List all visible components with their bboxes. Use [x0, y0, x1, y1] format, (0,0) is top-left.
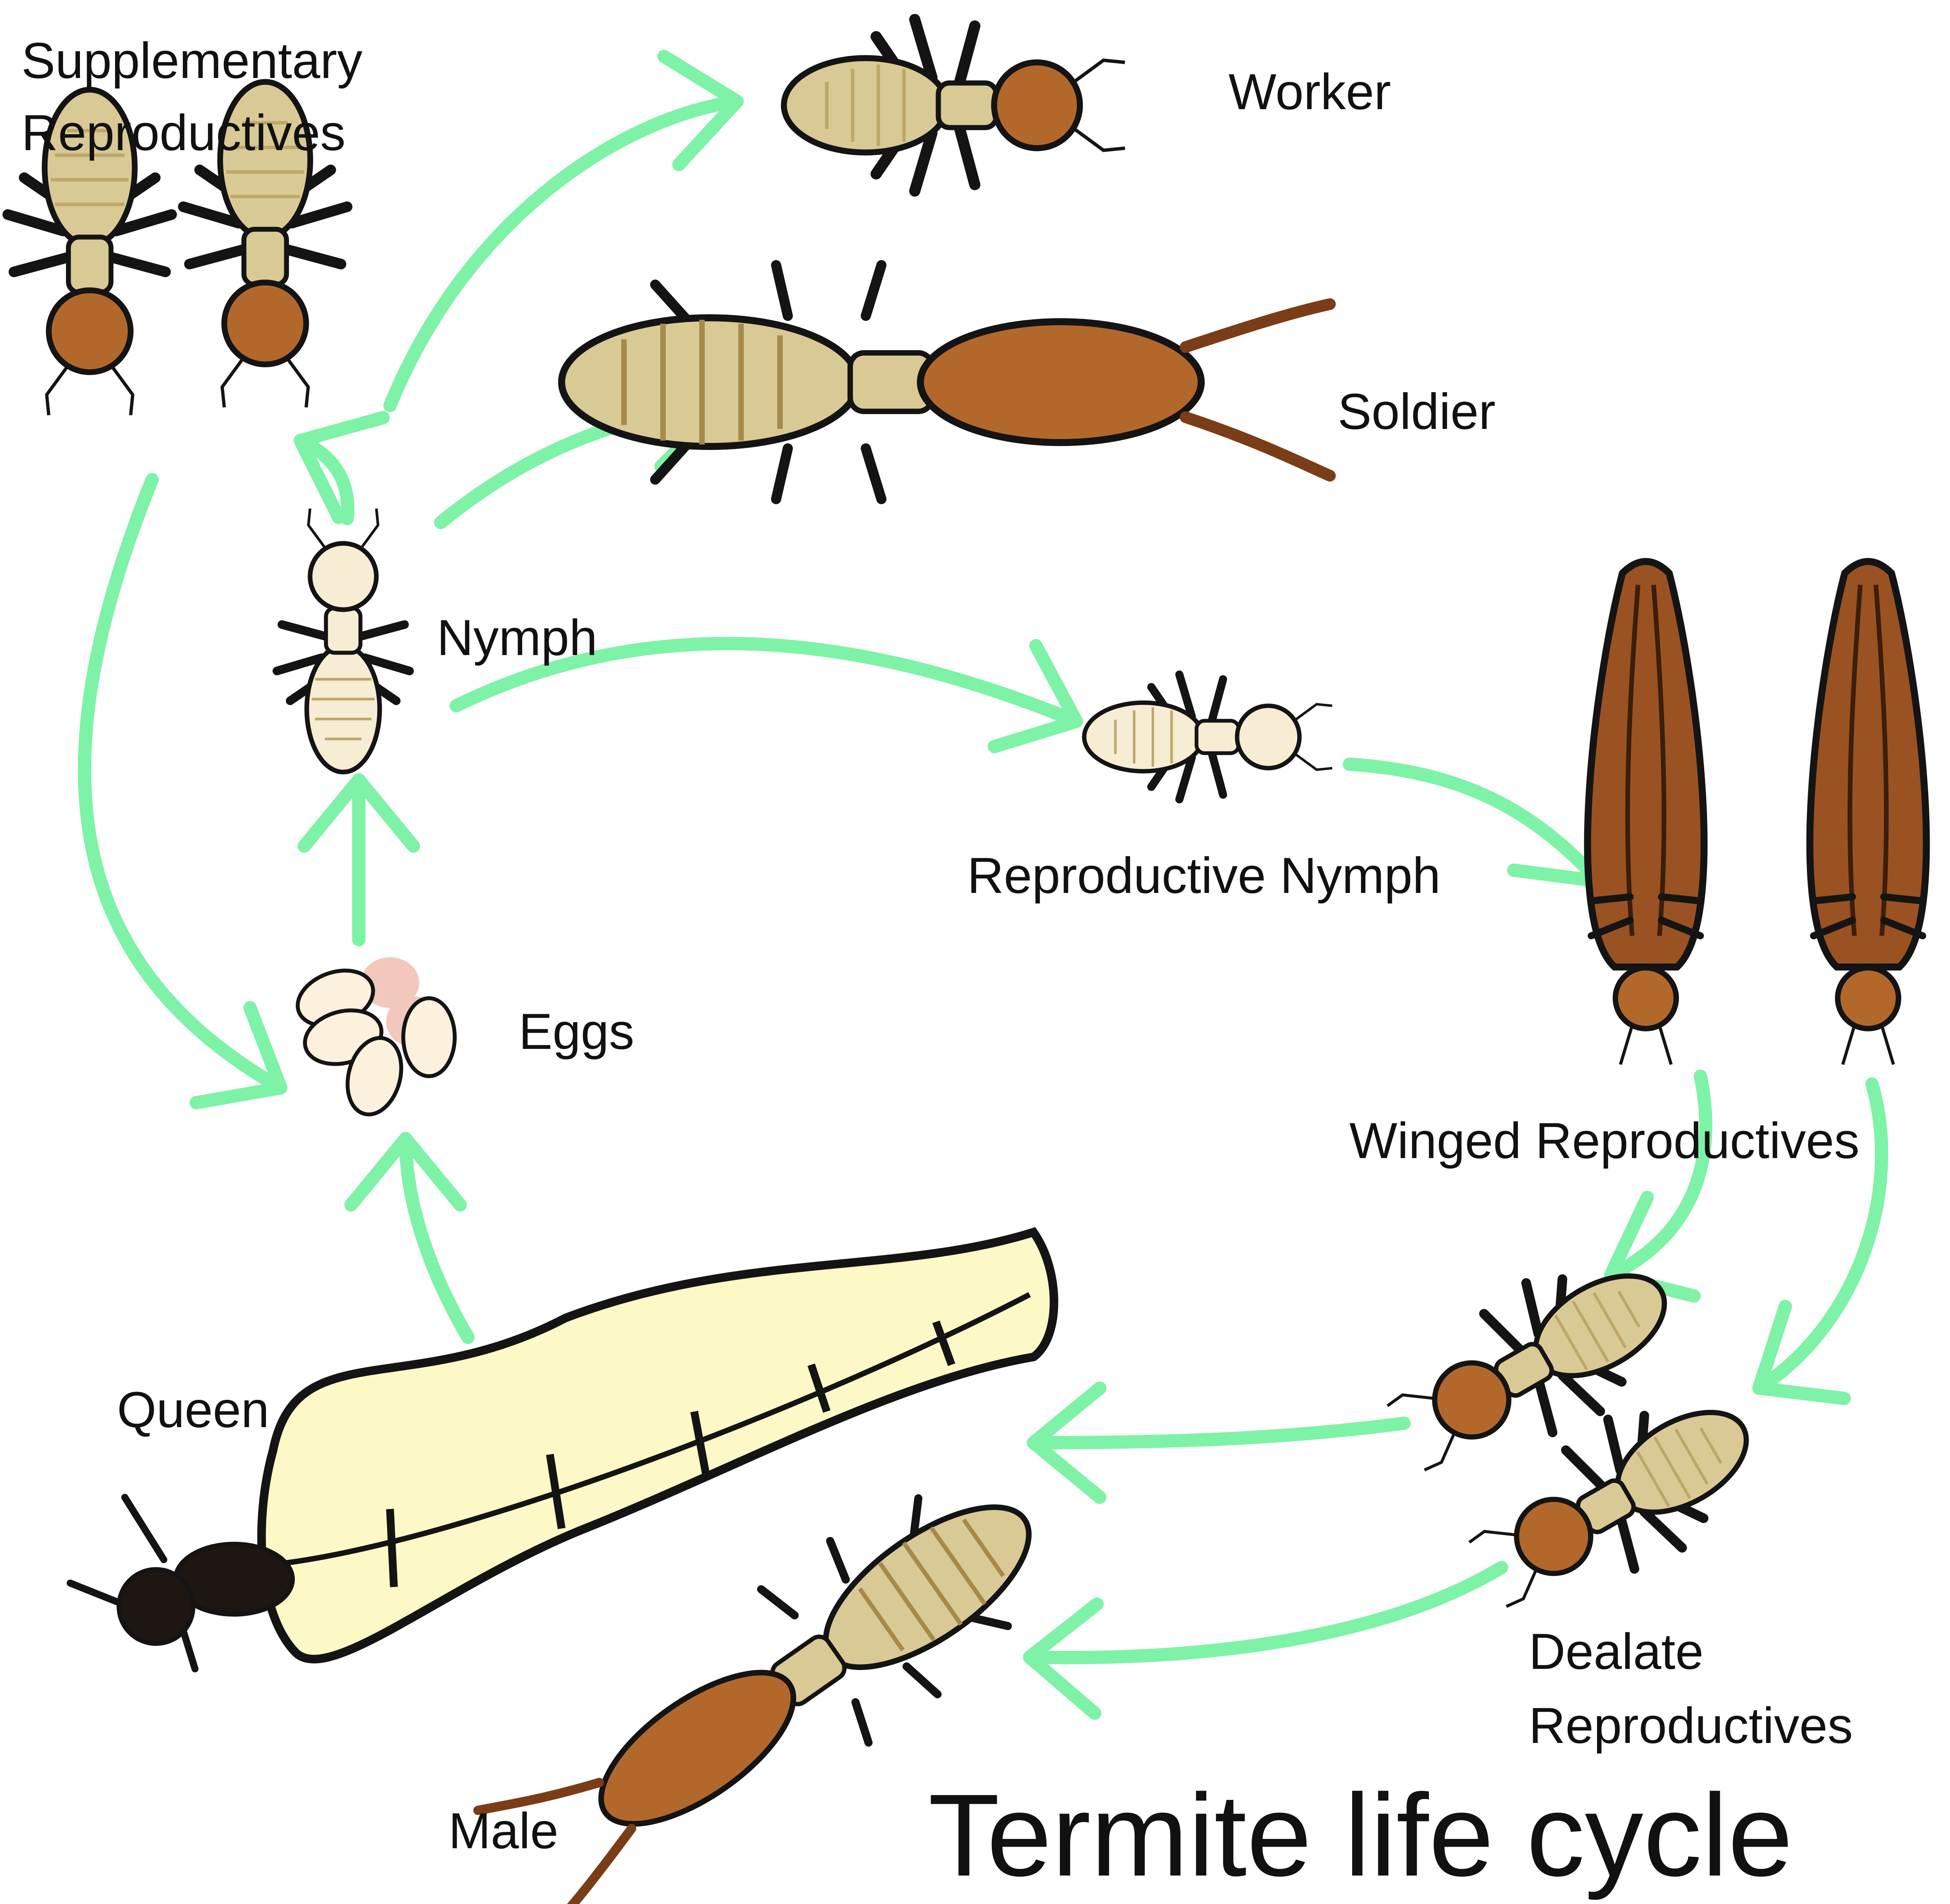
label-winged-reproductives: Winged Reproductives — [1349, 1112, 1860, 1169]
arrow-supplementary-to-eggs — [78, 473, 287, 1095]
soldier-figure — [558, 260, 1336, 504]
diagram-title: Termite life cycle — [928, 1769, 1793, 1901]
arrow-winged-right-to-dealate-head — [1752, 1300, 1851, 1405]
male-figure — [473, 1494, 1032, 1904]
arrow-nymph-to-supplementary — [294, 434, 355, 525]
arrow-queen-to-eggs-head — [344, 1132, 467, 1211]
label-nymph: Nymph — [437, 609, 597, 666]
arrow-nymph-to-reproductive-nymph-head — [987, 639, 1083, 753]
cycle-arrows — [78, 50, 1888, 1720]
arrow-eggs-to-nymph-head — [298, 773, 420, 853]
label-reproductive-nymph: Reproductive Nymph — [967, 847, 1441, 904]
arrow-winged-right-to-dealate — [1752, 1077, 1888, 1395]
label-queen: Queen — [117, 1381, 269, 1438]
arrow-reproductive-nymph-to-winged — [1343, 758, 1606, 888]
arrow-queen-to-eggs — [399, 1132, 475, 1344]
eggs-cluster — [290, 957, 455, 1121]
label-supplementary-line1: Supplementary — [21, 32, 362, 89]
arrow-supplementary-to-eggs-head — [190, 1001, 287, 1109]
arrow-nymph-to-supplementary-head — [294, 411, 390, 524]
label-eggs: Eggs — [519, 1003, 634, 1060]
winged-reproductive-left-figure — [1588, 561, 1704, 1064]
arrow-dealate-to-queen-head — [1027, 1382, 1106, 1504]
arrow-dealate-to-male-head — [1023, 1597, 1104, 1720]
label-male: Male — [448, 1802, 558, 1859]
label-dealate-line1: Dealate — [1529, 1623, 1704, 1680]
arrow-nymph-to-worker-head — [657, 50, 744, 171]
reproductive-nymph-figure — [1084, 675, 1332, 799]
arrow-dealate-to-male — [1023, 1561, 1508, 1665]
arrow-dealate-to-queen — [1027, 1417, 1411, 1449]
winged-reproductive-right-figure — [1810, 561, 1927, 1064]
nymph-figure — [277, 508, 410, 772]
arrow-nymph-to-worker — [383, 95, 744, 412]
label-soldier: Soldier — [1338, 383, 1496, 440]
label-worker: Worker — [1228, 63, 1391, 120]
arrow-winged-left-to-dealate-head — [1604, 1190, 1701, 1303]
queen-figure — [67, 1227, 1058, 1672]
arrow-nymph-to-reproductive-nymph — [450, 637, 1083, 728]
arrow-winged-left-to-dealate — [1604, 1070, 1712, 1282]
worker-figure — [784, 19, 1125, 191]
label-dealate-line2: Reproductives — [1529, 1697, 1853, 1754]
label-supplementary-line2: Reproductives — [21, 104, 346, 161]
